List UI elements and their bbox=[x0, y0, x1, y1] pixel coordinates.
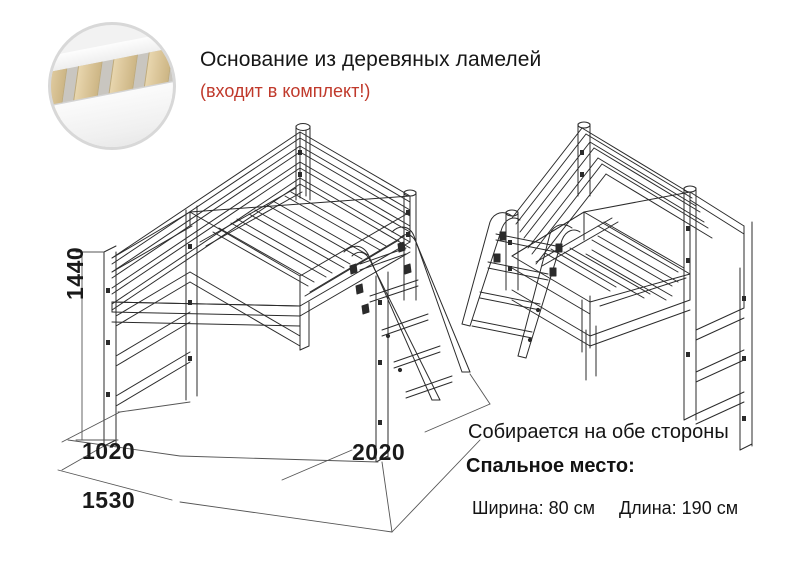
leg-mid-2 bbox=[585, 325, 597, 381]
feature-title: Основание из деревяных ламелей bbox=[200, 48, 542, 71]
fixing-marks-left-bed bbox=[106, 150, 410, 425]
sleep-length-label: Длина: 190 см bbox=[618, 498, 739, 518]
dimension-lines bbox=[57, 251, 491, 533]
ladder-right bbox=[343, 226, 471, 401]
ladder-left-2 bbox=[461, 212, 581, 359]
sleeping-place-heading: Спальное место: bbox=[464, 455, 635, 478]
feature-subtitle: (входит в комплект!) bbox=[200, 81, 371, 101]
deck-slats-2 bbox=[535, 217, 687, 307]
loft-bed-left bbox=[103, 123, 471, 463]
leg-front-right-2 bbox=[683, 299, 697, 421]
under-bed-rear-rails bbox=[189, 271, 301, 347]
corner-post-left-2 bbox=[505, 209, 519, 291]
mattress-deck-frame-2 bbox=[511, 191, 691, 331]
guardrail-back bbox=[111, 129, 307, 311]
fixing-marks-right-bed bbox=[508, 150, 746, 421]
dimension-length-label: 2020 bbox=[352, 439, 406, 465]
deck-slats bbox=[199, 187, 405, 297]
both-sides-note: Собирается на обе стороны bbox=[468, 421, 729, 443]
guardrail-head-2 bbox=[581, 127, 713, 239]
sleep-width-label: Ширина: 80 см bbox=[472, 498, 595, 518]
head-rail-bottom-2 bbox=[689, 191, 753, 309]
dimension-width-label: 1530 bbox=[82, 487, 136, 513]
end-frame-rails-left bbox=[115, 271, 191, 407]
dimension-depth-label: 1020 bbox=[82, 438, 136, 464]
leg-back-right bbox=[375, 271, 389, 463]
corner-post-back-2 bbox=[577, 121, 591, 197]
dimension-height-label: 1440 bbox=[62, 246, 88, 300]
sleeping-place-label: Спальное место: bbox=[466, 455, 635, 477]
center-support-post-2 bbox=[581, 295, 591, 353]
loft-bed-right bbox=[461, 121, 753, 451]
corner-post-head-2 bbox=[683, 185, 697, 301]
center-support-post bbox=[299, 301, 310, 351]
leg-back-left bbox=[185, 205, 198, 401]
end-frame-rails-right-2 bbox=[695, 307, 745, 425]
sleeping-place-sizes: Ширина: 80 см Длина: 190 см bbox=[472, 498, 738, 519]
slat-base-photo-inset bbox=[48, 22, 176, 150]
